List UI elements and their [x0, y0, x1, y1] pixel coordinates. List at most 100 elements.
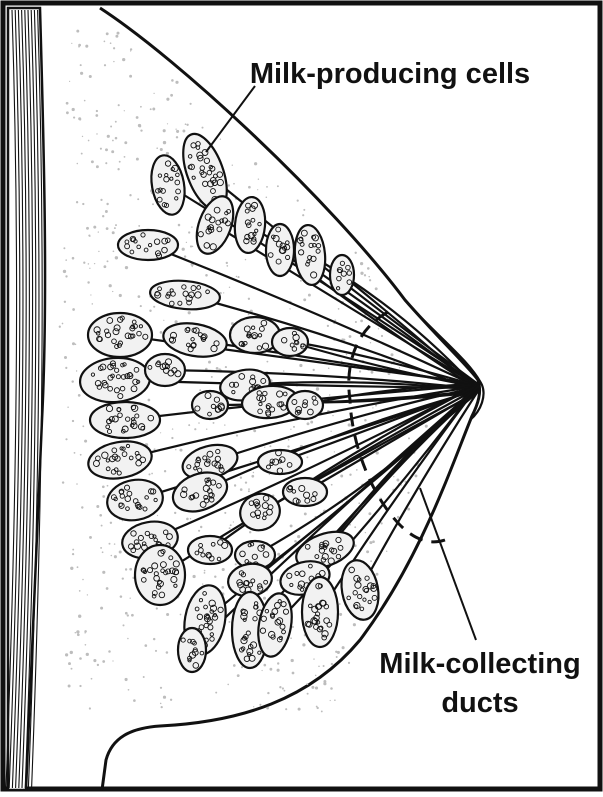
fat-stipple-dot	[87, 594, 88, 595]
fat-stipple-dot	[342, 646, 345, 649]
fat-stipple-dot	[249, 531, 251, 533]
fat-stipple-dot	[113, 61, 114, 62]
fat-stipple-dot	[65, 259, 67, 261]
fat-stipple-dot	[317, 707, 319, 709]
fat-stipple-dot	[98, 231, 99, 232]
fat-stipple-dot	[66, 102, 69, 105]
fat-stipple-dot	[202, 127, 204, 129]
fat-stipple-dot	[204, 572, 206, 574]
fat-stipple-dot	[188, 424, 190, 426]
fat-stipple-dot	[170, 699, 172, 701]
fat-stipple-dot	[95, 114, 98, 117]
fat-stipple-dot	[166, 613, 169, 616]
fat-stipple-dot	[97, 664, 99, 666]
fat-stipple-dot	[184, 255, 186, 257]
fat-stipple-dot	[130, 48, 132, 50]
fat-stipple-dot	[150, 108, 152, 110]
fat-stipple-dot	[140, 129, 142, 131]
fat-stipple-dot	[198, 530, 200, 532]
fat-stipple-dot	[269, 445, 271, 447]
fat-stipple-dot	[107, 260, 109, 262]
fat-stipple-dot	[104, 64, 106, 66]
fat-stipple-dot	[222, 568, 225, 571]
fat-stipple-dot	[399, 367, 400, 368]
fat-stipple-dot	[425, 425, 428, 428]
fat-stipple-dot	[77, 566, 79, 568]
fat-stipple-dot	[77, 163, 79, 165]
ducts-label-line2: ducts	[441, 687, 518, 719]
fat-stipple-dot	[143, 676, 145, 678]
fat-stipple-dot	[248, 186, 251, 189]
fat-stipple-dot	[334, 699, 336, 701]
cells-leader-line	[206, 86, 255, 152]
fat-stipple-dot	[107, 485, 109, 487]
fat-stipple-dot	[285, 708, 287, 710]
fat-stipple-dot	[250, 461, 252, 463]
fat-stipple-dot	[64, 301, 66, 303]
fat-stipple-dot	[114, 227, 116, 229]
fat-stipple-dot	[129, 75, 132, 78]
fat-stipple-dot	[118, 104, 120, 106]
fat-stipple-dot	[92, 303, 94, 305]
fat-stipple-dot	[171, 437, 173, 439]
fat-stipple-dot	[228, 621, 230, 623]
fat-stipple-dot	[153, 93, 154, 94]
fat-stipple-dot	[226, 265, 228, 267]
fat-stipple-dot	[396, 479, 399, 482]
fat-stipple-dot	[78, 615, 81, 618]
fat-stipple-dot	[119, 294, 122, 297]
fat-stipple-dot	[353, 623, 356, 626]
fat-stipple-dot	[68, 685, 71, 688]
fat-stipple-dot	[160, 148, 163, 151]
fat-stipple-dot	[166, 98, 169, 101]
fat-stipple-dot	[313, 369, 315, 371]
fat-stipple-dot	[300, 280, 302, 282]
fat-stipple-dot	[253, 429, 256, 432]
fat-stipple-dot	[94, 263, 95, 264]
fat-stipple-dot	[339, 603, 341, 605]
fat-stipple-dot	[180, 614, 182, 616]
fat-stipple-dot	[348, 423, 351, 426]
fat-stipple-dot	[76, 483, 78, 485]
fat-stipple-dot	[96, 133, 97, 134]
fat-stipple-dot	[156, 607, 158, 609]
fat-stipple-dot	[171, 79, 174, 82]
fat-stipple-dot	[391, 353, 394, 356]
fat-stipple-dot	[267, 692, 269, 694]
fat-stipple-dot	[360, 262, 363, 265]
fat-stipple-dot	[292, 626, 294, 628]
fat-stipple-dot	[128, 689, 130, 691]
fat-stipple-dot	[100, 547, 102, 549]
fat-stipple-dot	[211, 376, 213, 378]
fat-stipple-dot	[86, 653, 89, 656]
fat-stipple-dot	[190, 103, 192, 105]
fat-stipple-dot	[106, 227, 109, 230]
fat-stipple-dot	[190, 245, 192, 247]
fat-stipple-dot	[64, 356, 67, 359]
fat-stipple-dot	[323, 665, 325, 667]
fat-stipple-dot	[297, 200, 299, 202]
fat-stipple-dot	[182, 130, 185, 133]
fat-stipple-dot	[277, 579, 279, 581]
fat-stipple-dot	[82, 425, 84, 427]
fat-stipple-dot	[254, 162, 257, 165]
fat-stipple-dot	[277, 669, 280, 672]
fat-stipple-dot	[266, 197, 268, 199]
fat-stipple-dot	[334, 451, 335, 452]
fat-stipple-dot	[328, 368, 330, 370]
fat-stipple-dot	[144, 644, 147, 647]
fat-stipple-dot	[70, 651, 73, 654]
fat-stipple-dot	[214, 576, 216, 578]
fat-stipple-dot	[348, 662, 350, 664]
fat-stipple-dot	[198, 422, 200, 424]
fat-stipple-dot	[161, 706, 163, 708]
ducts-label-line1: Milk-collecting	[379, 648, 580, 680]
fat-stipple-dot	[110, 555, 112, 557]
fat-stipple-dot	[163, 129, 166, 132]
fat-stipple-dot	[164, 470, 166, 472]
ducts-leader-line	[420, 488, 476, 640]
fat-stipple-dot	[136, 116, 139, 119]
fat-stipple-dot	[349, 335, 352, 338]
fat-stipple-dot	[100, 607, 103, 610]
